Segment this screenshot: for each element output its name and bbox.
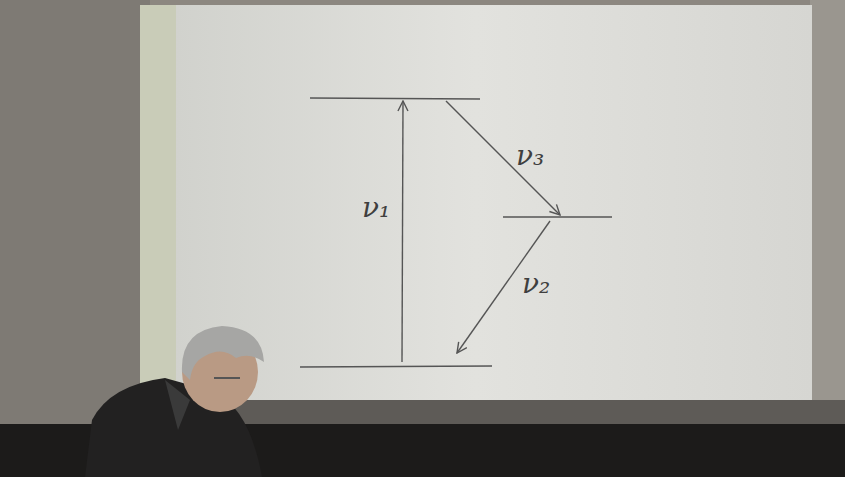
frequency-label-box: ν₃ <box>516 142 544 170</box>
frequency-label: ν₁ <box>362 191 390 224</box>
right-wall <box>810 0 845 430</box>
frequency-label-box: ν₁ <box>362 194 390 222</box>
screen-bottom <box>140 400 845 425</box>
transition-arrow <box>446 101 560 215</box>
projection-screen <box>140 5 812 403</box>
transition-arrow <box>457 221 550 353</box>
transition-arrow <box>402 101 403 362</box>
frequency-label: ν₃ <box>516 139 544 172</box>
frequency-label-box: ν₂ <box>522 270 550 298</box>
presenter <box>85 326 264 477</box>
screen-edge <box>140 5 176 403</box>
left-wall <box>0 0 150 430</box>
energy-level <box>503 216 612 218</box>
energy-level <box>300 366 492 367</box>
energy-level <box>310 98 480 99</box>
frequency-label: ν₂ <box>522 267 550 300</box>
